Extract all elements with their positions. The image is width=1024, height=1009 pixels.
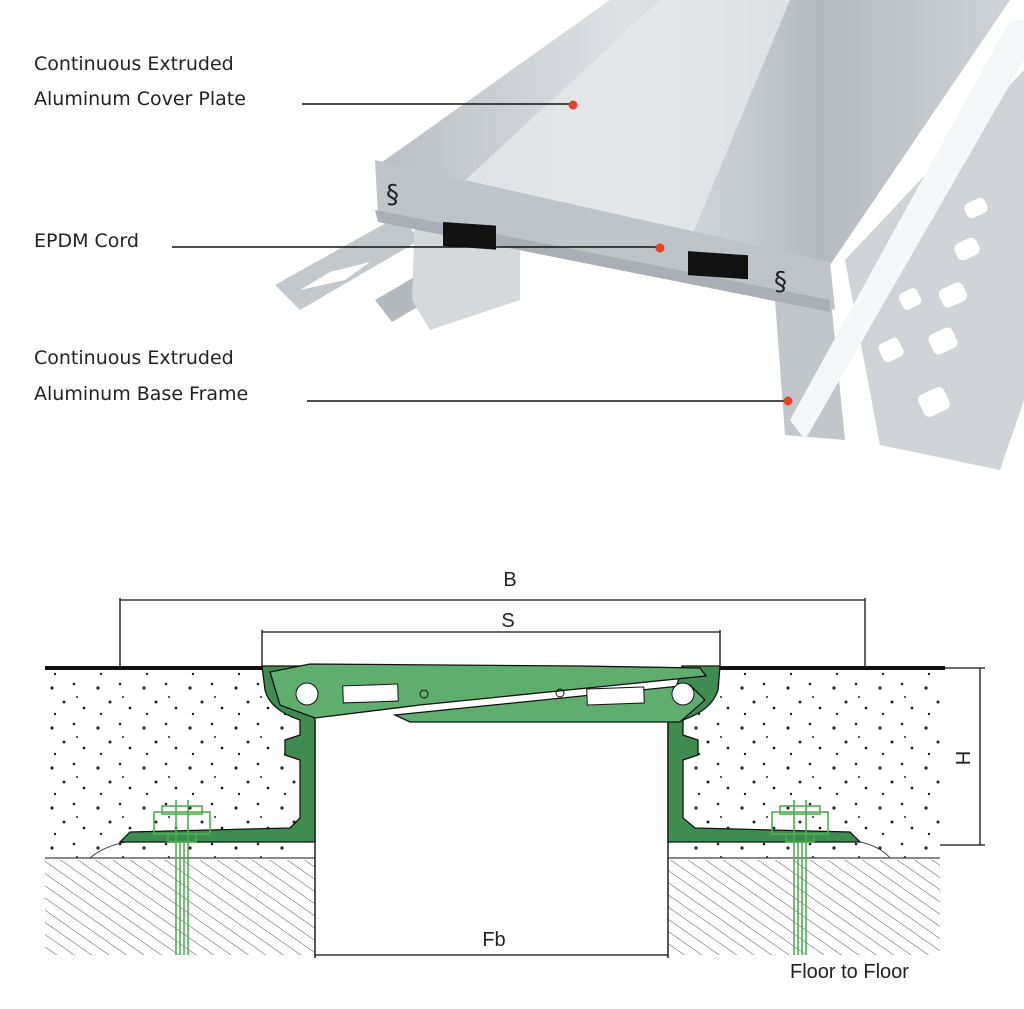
dimension-h <box>940 667 985 846</box>
epdm-cord-right <box>688 251 748 280</box>
dimension-s-label: S <box>501 610 514 632</box>
callout-base-frame: Continuous Extruded Aluminum Base Frame <box>34 347 793 406</box>
callout-base-frame-line1: Continuous Extruded <box>34 347 234 369</box>
concrete-right <box>690 670 945 858</box>
dimension-h-label: H <box>951 751 973 765</box>
anchor-bolt-left <box>153 800 211 955</box>
aluminum-joint-render: § § <box>275 0 1024 470</box>
right-flange-slots <box>878 197 988 417</box>
svg-text:§: § <box>774 267 787 297</box>
dimension-b-label: B <box>503 569 516 591</box>
cover-plate-upper <box>269 663 708 719</box>
dimension-b <box>119 598 866 668</box>
floor-to-floor-caption: Floor to Floor <box>790 961 909 983</box>
right-frame-strip <box>790 20 1024 440</box>
callout-dot <box>568 100 578 110</box>
callout-base-frame-line2: Aluminum Base Frame <box>34 383 248 405</box>
epdm-slot-left <box>342 683 399 704</box>
substrate-right <box>668 860 940 955</box>
epdm-slot-right <box>586 686 645 706</box>
callout-epdm-cord: EPDM Cord <box>34 230 665 253</box>
callout-cover-plate: Continuous Extruded Aluminum Cover Plate <box>34 53 578 110</box>
anchor-bolt-right <box>771 800 829 955</box>
callout-dot <box>655 243 665 253</box>
right-leg <box>775 290 845 440</box>
callout-dot <box>783 396 793 406</box>
dimension-s <box>261 630 721 668</box>
right-base-flange <box>845 70 1024 470</box>
callout-cover-plate-line1: Continuous Extruded <box>34 53 234 75</box>
section-drawing: B S H Fb Floor to Floor <box>45 569 985 983</box>
callout-epdm-cord-label: EPDM Cord <box>34 230 139 252</box>
svg-text:§: § <box>386 180 399 210</box>
callout-cover-plate-line2: Aluminum Cover Plate <box>34 88 246 110</box>
dimension-fb-label: Fb <box>482 929 505 951</box>
epdm-cord-left <box>443 221 496 250</box>
concrete-left <box>45 670 300 858</box>
